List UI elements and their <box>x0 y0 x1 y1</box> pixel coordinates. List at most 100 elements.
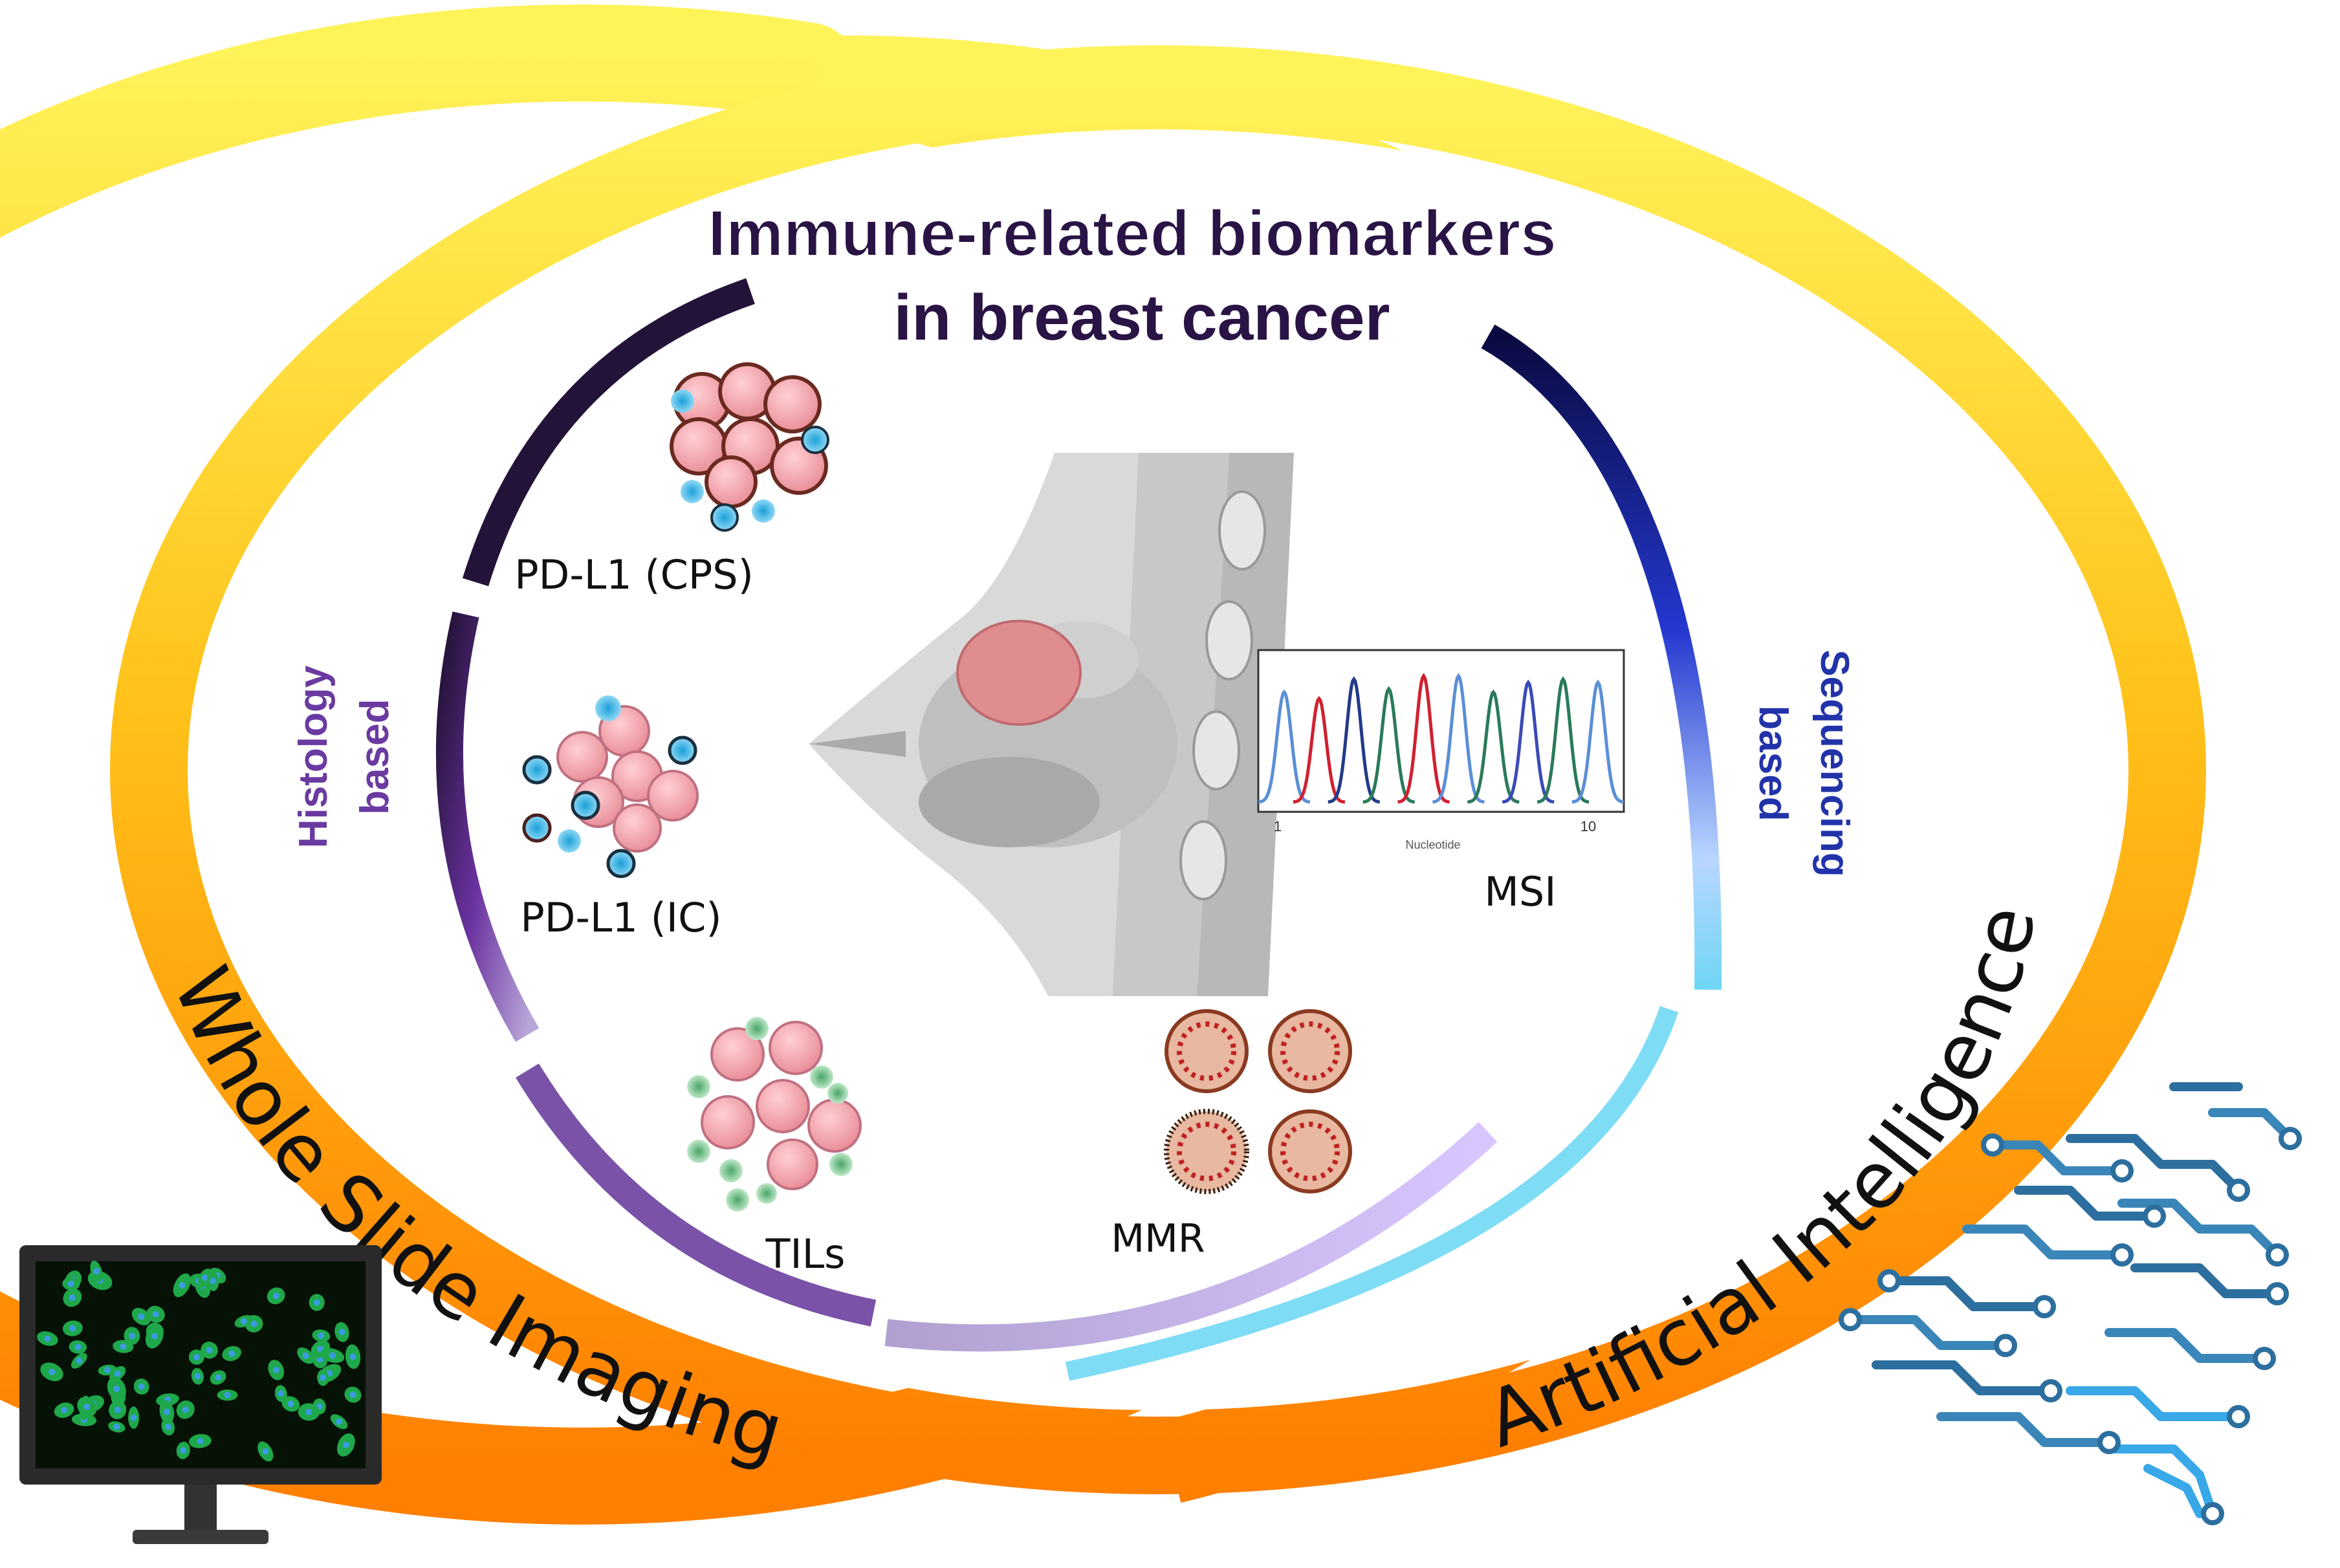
monitor-cell-nucleus <box>302 1352 309 1359</box>
monitor-cell-nucleus <box>44 1335 51 1342</box>
monitor-cell-nucleus <box>114 1370 121 1377</box>
monitor-cell-nucleus <box>130 1414 137 1421</box>
monitor-cell-nucleus <box>305 1408 312 1415</box>
sequencing-line-2: based <box>1751 705 1795 821</box>
monitor-cell-nucleus <box>138 1313 145 1320</box>
monitor-cell-nucleus <box>182 1406 189 1413</box>
pdl1-cps-label: PD-L1 (CPS) <box>514 551 754 598</box>
monitor-cell-nucleus <box>272 1292 279 1300</box>
monitor-cell-nucleus <box>179 1281 186 1289</box>
monitor-cell-nucleus <box>197 1437 204 1444</box>
brain-circuit-line <box>2117 1199 2282 1259</box>
monitor-cell-nucleus <box>349 1353 356 1360</box>
monitor-cell-nucleus <box>104 1367 111 1374</box>
monitor-cell-nucleus <box>113 1423 120 1430</box>
pdl1-cps-cell-cluster <box>670 362 829 532</box>
monitor-cell-nucleus <box>336 1418 343 1425</box>
monitor-cell-nucleus <box>210 1278 217 1285</box>
brain-circuit-node <box>2110 1159 2134 1182</box>
brain-circuit-line <box>2105 1444 2217 1518</box>
monitor-cell-nucleus <box>83 1403 91 1410</box>
brain-circuit-line <box>1936 1412 2114 1447</box>
brain-circuit-node <box>1877 1269 1901 1292</box>
monitor-cell-nucleus <box>342 1441 349 1448</box>
monitor-cell-nucleus <box>318 1332 325 1339</box>
brain-circuit-line <box>1846 1315 2010 1350</box>
pdl1-ic-label: PD-L1 (IC) <box>520 894 721 941</box>
monitor-cell-nucleus <box>262 1448 269 1455</box>
sequencing-arc-lower <box>1065 1006 1679 1381</box>
sequencing-arc-upper <box>1481 324 1722 990</box>
brain-circuit-node <box>2253 1347 2276 1370</box>
monitor-cell-nucleus <box>151 1333 158 1340</box>
msi-chart: 1 10 Nucleotide <box>1257 649 1625 851</box>
brain-circuit-node <box>2227 1179 2250 1202</box>
histology-arc-lower <box>516 1063 877 1327</box>
brain-circuit-node <box>2110 1243 2134 1267</box>
title-line-1: Immune-related biomarkers <box>708 197 1557 270</box>
brain-circuit-node <box>2227 1405 2250 1428</box>
brain-circuit-node <box>2266 1282 2289 1305</box>
tumor <box>956 620 1082 726</box>
monitor-cell-nucleus <box>67 1280 74 1287</box>
tils-cell-cluster <box>687 1017 862 1212</box>
brain-circuit-line <box>1872 1360 2055 1395</box>
monitor-cell-nucleus <box>201 1274 208 1281</box>
outer-ring-ellipse <box>110 45 2206 1494</box>
brain-circuit-node <box>1981 1133 2004 1157</box>
monitor-cell-nucleus <box>128 1333 135 1340</box>
brain-circuit-node <box>2097 1431 2121 1454</box>
monitor-icon <box>19 1245 382 1544</box>
msi-xlabel: Nucleotide <box>1405 838 1460 851</box>
monitor-cell-nucleus <box>74 1344 82 1351</box>
bottom-arc <box>884 1122 1498 1352</box>
monitor-cell-nucleus <box>250 1320 257 1327</box>
msi-label: MSI <box>1484 868 1556 915</box>
brain-circuit-line <box>2130 1263 2282 1298</box>
monitor-cell-nucleus <box>69 1325 76 1332</box>
title-line-2: in breast cancer <box>893 281 1390 354</box>
monitor-cell-nucleus <box>272 1366 279 1373</box>
monitor-cell-nucleus <box>152 1311 159 1318</box>
histology-arc-middle <box>435 611 540 1042</box>
monitor-cell-nucleus <box>113 1386 120 1393</box>
monitor-cell-nucleus <box>76 1357 83 1364</box>
brain-circuit-line <box>2014 1186 2159 1221</box>
monitor-cell-nucleus <box>313 1299 320 1306</box>
mmr-nuclei-icon <box>1164 1009 1352 1194</box>
brain-circuit-node <box>2033 1295 2056 1318</box>
monitor-cell-nucleus <box>206 1347 213 1354</box>
monitor-cell-nucleus <box>61 1407 68 1414</box>
circuit-brain-icon <box>1839 1082 2302 1525</box>
monitor-cell-nucleus <box>224 1391 231 1399</box>
monitor-cell-nucleus <box>320 1374 327 1381</box>
brain-circuit-node <box>2201 1502 2224 1525</box>
monitor-cell-nucleus <box>164 1423 171 1430</box>
brain-circuit-node <box>2143 1204 2166 1228</box>
monitor-cell-nucleus <box>93 1268 100 1275</box>
monitor-cell-nucleus <box>193 1353 200 1360</box>
histology-arc <box>435 278 1498 1352</box>
brain-circuit-line <box>1962 1225 2127 1259</box>
brain-circuit-node <box>2279 1127 2302 1150</box>
pdl1-ic-cell-cluster <box>522 695 699 878</box>
brain-circuit-line <box>2066 1134 2243 1195</box>
histology-label: Histology based <box>291 665 397 848</box>
histology-line-1: Histology <box>291 665 336 848</box>
histology-arc-top <box>462 278 755 587</box>
sequencing-arc <box>1065 324 1722 1381</box>
monitor-cell-nucleus <box>287 1400 294 1408</box>
brain-circuit-node <box>2266 1243 2289 1267</box>
histology-line-2: based <box>353 699 397 814</box>
sequencing-label: Sequencing based <box>1751 649 1857 877</box>
brain-circuit-node <box>1839 1308 1862 1331</box>
monitor-cell-nucleus <box>114 1406 121 1413</box>
brain-circuit-node <box>2039 1379 2062 1402</box>
brain-circuit-line <box>1885 1276 2049 1311</box>
monitor-cell-nucleus <box>329 1352 336 1359</box>
monitor-cell-nucleus <box>138 1383 145 1390</box>
monitor-cell-nucleus <box>163 1408 170 1415</box>
monitor-cell-nucleus <box>338 1329 345 1336</box>
brain-circuit-line <box>2066 1386 2243 1421</box>
